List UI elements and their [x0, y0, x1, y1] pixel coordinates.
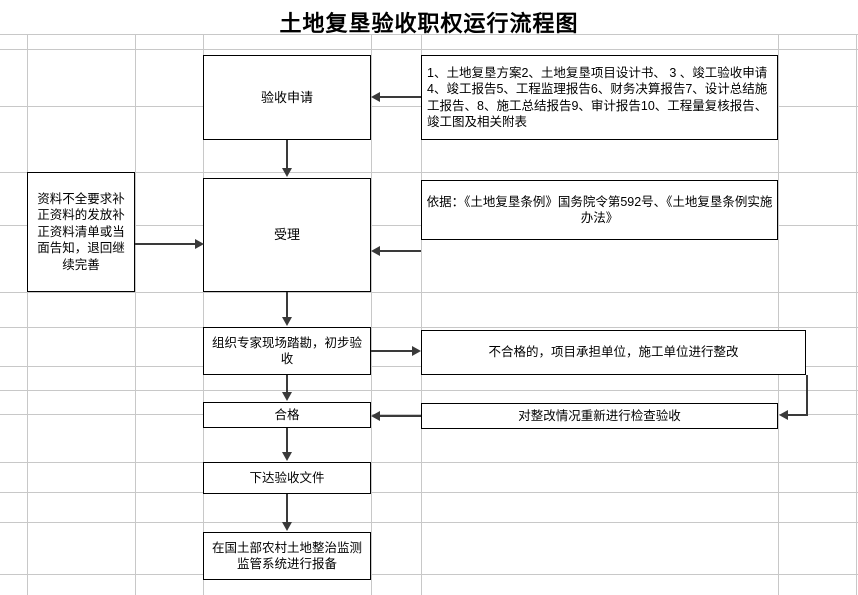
arrowhead-recheck-to-qualified — [371, 411, 380, 421]
arrowhead-acceptance-to-survey — [282, 317, 292, 326]
node-required-materials-label: 1、土地复垦方案2、土地复垦项目设计书、 3 、竣工验收申请4、竣工报告5、工程… — [427, 65, 768, 130]
node-acceptance-application-label: 验收申请 — [260, 89, 313, 105]
grid-col-line-3 — [371, 34, 372, 595]
arrowhead-materials-to-application — [371, 92, 380, 102]
connector-acceptance-to-survey — [286, 292, 288, 318]
arrowhead-application-to-acceptance — [282, 168, 292, 177]
connector-rectification-to-recheck-horizontal — [788, 414, 808, 416]
arrowhead-survey-to-rectification — [412, 346, 421, 356]
connector-basis-to-acceptance — [378, 250, 421, 252]
connector-materials-to-application — [378, 96, 421, 98]
node-qualified[interactable]: 合格 — [203, 402, 371, 428]
node-recheck-label: 对整改情况重新进行检查验收 — [518, 408, 681, 423]
grid-row-line-1 — [0, 49, 858, 50]
grid-col-line-2 — [203, 34, 204, 595]
connector-rectification-to-recheck-vertical — [806, 375, 808, 415]
node-required-materials[interactable]: 1、土地复垦方案2、土地复垦项目设计书、 3 、竣工验收申请4、竣工报告5、工程… — [421, 55, 778, 140]
arrowhead-basis-to-acceptance — [371, 246, 380, 256]
connector-survey-to-qualified — [286, 375, 288, 393]
grid-row-line-13 — [0, 574, 858, 575]
connector-incomplete-to-acceptance — [135, 243, 196, 245]
node-rectification[interactable]: 不合格的，项目承担单位，施工单位进行整改 — [421, 330, 806, 375]
grid-row-line-3 — [0, 172, 858, 173]
node-record-filing-label: 在国土部农村土地整治监测监管系统进行报备 — [211, 540, 362, 572]
grid-row-line-5 — [0, 292, 858, 293]
connector-survey-to-rectification — [371, 350, 414, 352]
arrowhead-rectification-to-recheck — [779, 410, 788, 420]
arrowhead-survey-to-qualified — [282, 392, 292, 401]
grid-row-line-11 — [0, 492, 858, 493]
node-acceptance[interactable]: 受理 — [203, 178, 371, 292]
node-qualified-label: 合格 — [274, 407, 300, 422]
arrowhead-issue-to-filing — [282, 522, 292, 531]
node-recheck[interactable]: 对整改情况重新进行检查验收 — [421, 403, 778, 429]
node-legal-basis-label: 依据：《土地复垦条例》国务院令第592号、《土地复垦条例实施办法》 — [426, 194, 773, 226]
connector-recheck-to-qualified — [378, 415, 421, 417]
node-legal-basis[interactable]: 依据：《土地复垦条例》国务院令第592号、《土地复垦条例实施办法》 — [421, 180, 778, 240]
node-issue-document-label: 下达验收文件 — [249, 470, 325, 485]
connector-issue-to-filing — [286, 494, 288, 523]
node-expert-survey-label: 组织专家现场踏勘，初步验收 — [211, 335, 362, 367]
grid-col-line-1 — [135, 34, 136, 595]
node-incomplete-materials-label: 资料不全要求补正资料的发放补正资料清单或当面告知，退回继续完善 — [37, 191, 125, 272]
connector-qualified-to-issue — [286, 428, 288, 452]
grid-row-line-8 — [0, 390, 858, 391]
grid-row-line-6 — [0, 327, 858, 328]
grid-row-line-0 — [0, 34, 858, 35]
grid-row-line-12 — [0, 522, 858, 523]
grid-col-line-6 — [856, 34, 857, 595]
page-title: 土地复垦验收职权运行流程图 — [279, 11, 579, 36]
grid-col-line-0 — [27, 34, 28, 595]
node-acceptance-label: 受理 — [273, 227, 300, 243]
node-expert-survey[interactable]: 组织专家现场踏勘，初步验收 — [203, 327, 371, 375]
grid-col-line-4 — [421, 34, 422, 595]
node-acceptance-application[interactable]: 验收申请 — [203, 55, 371, 140]
arrowhead-incomplete-to-acceptance — [195, 239, 204, 249]
grid-row-line-10 — [0, 462, 858, 463]
grid-col-line-5 — [778, 34, 779, 595]
node-incomplete-materials[interactable]: 资料不全要求补正资料的发放补正资料清单或当面告知，退回继续完善 — [27, 172, 135, 292]
node-record-filing[interactable]: 在国土部农村土地整治监测监管系统进行报备 — [203, 532, 371, 580]
connector-application-to-acceptance — [286, 140, 288, 169]
node-issue-document[interactable]: 下达验收文件 — [203, 462, 371, 494]
node-rectification-label: 不合格的，项目承担单位，施工单位进行整改 — [488, 345, 739, 360]
arrowhead-qualified-to-issue — [282, 452, 292, 461]
